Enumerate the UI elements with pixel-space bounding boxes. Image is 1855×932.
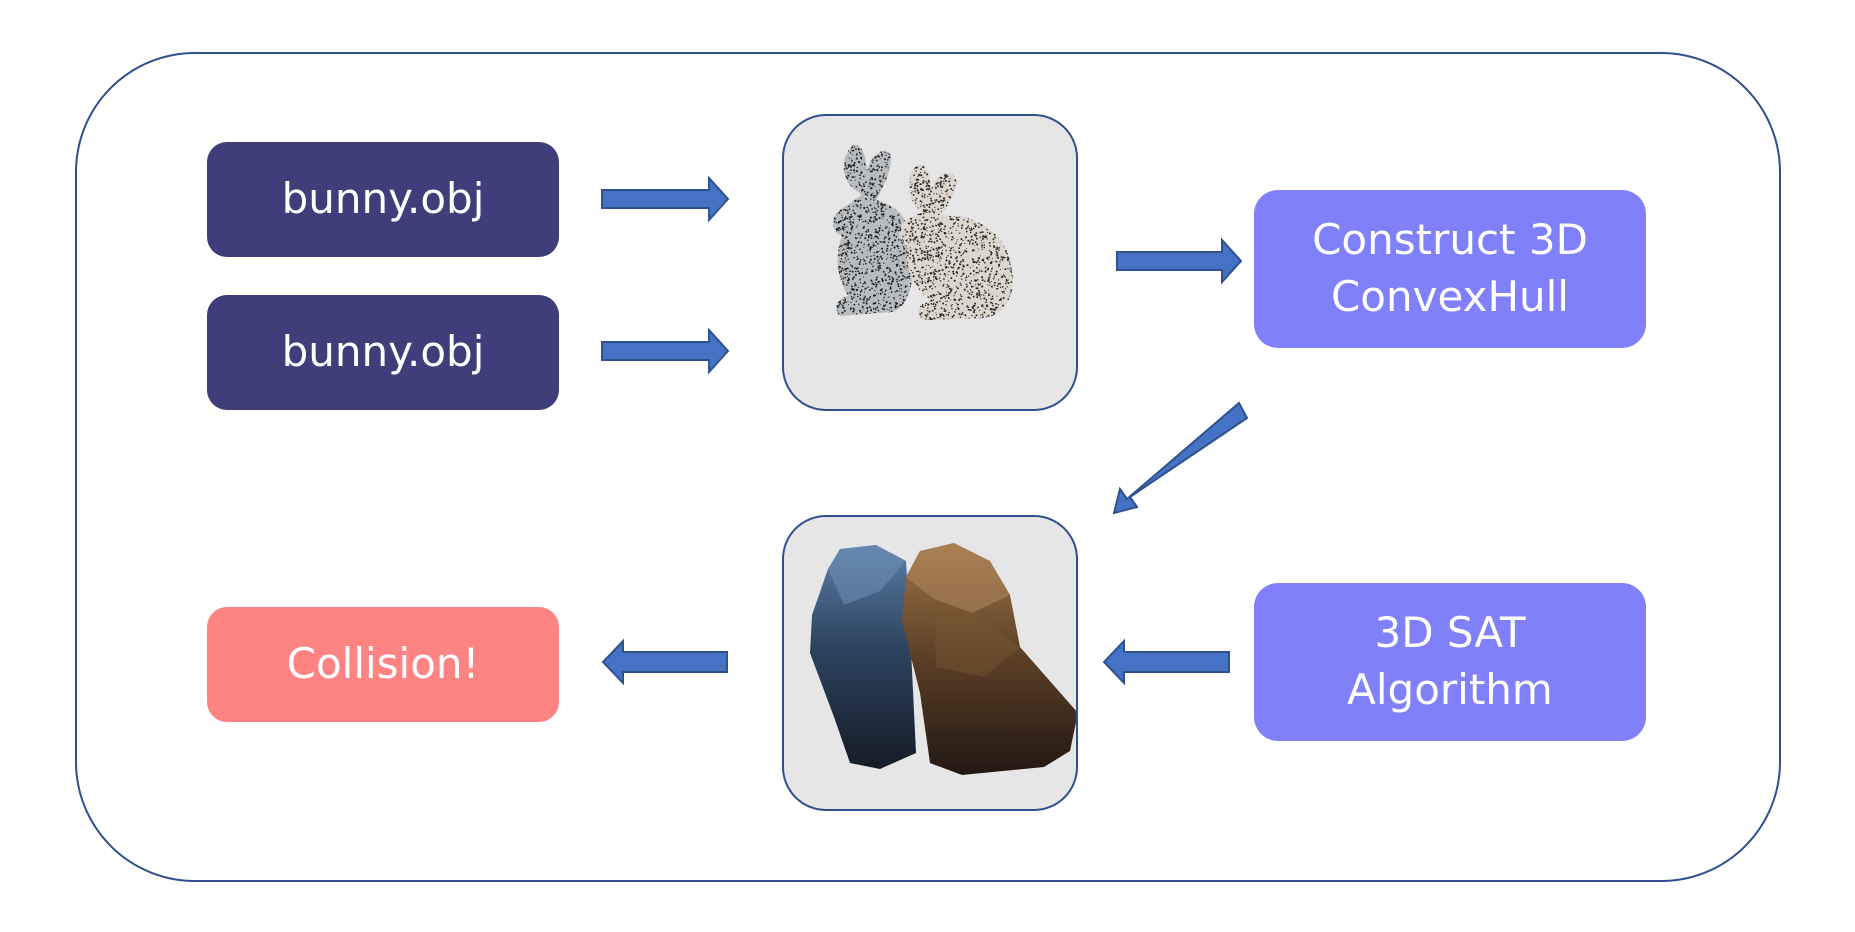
construct-convexhull-box: Construct 3D ConvexHull <box>1254 190 1646 348</box>
sat-label-line2: Algorithm <box>1347 665 1553 714</box>
input-box-bunny-b: bunny.obj <box>207 295 559 410</box>
collision-result-box: Collision! <box>207 607 559 722</box>
collision-label: Collision! <box>286 639 480 689</box>
convex-hulls-panel <box>782 515 1078 811</box>
convex-hulls-image <box>810 543 1076 775</box>
construct-label-line2: ConvexHull <box>1330 272 1569 321</box>
construct-label-line1: Construct 3D <box>1312 215 1588 265</box>
sat-label-line1: 3D SAT <box>1374 608 1526 658</box>
input-box-bunny-a: bunny.obj <box>207 142 559 257</box>
input-label-b: bunny.obj <box>281 327 485 377</box>
bunny-point-cloud-image <box>833 144 1013 321</box>
sat-algorithm-box: 3D SAT Algorithm <box>1254 583 1646 741</box>
input-label-a: bunny.obj <box>281 174 485 224</box>
blue-hull-shape <box>810 545 916 769</box>
point-cloud-panel <box>782 114 1078 411</box>
diagram-frame <box>75 52 1781 882</box>
